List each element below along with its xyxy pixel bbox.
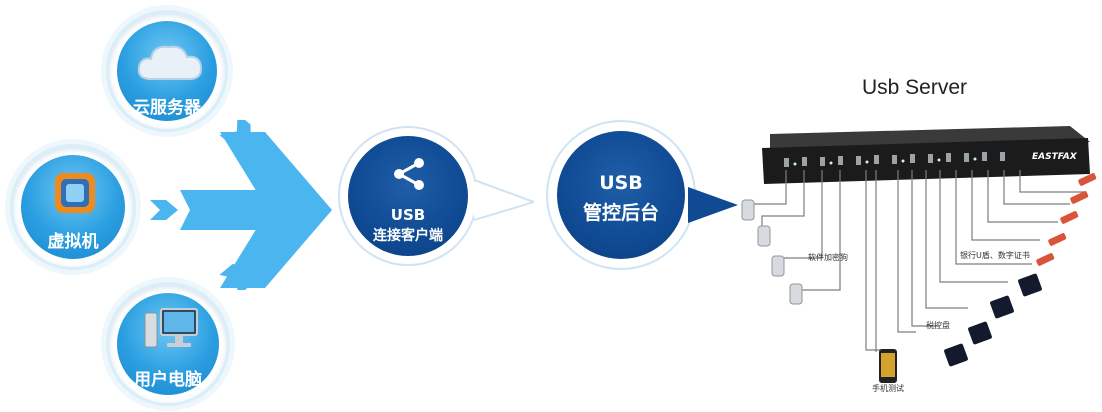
usb-client-line2: 连接客户端 bbox=[373, 228, 443, 244]
chevron-top bbox=[219, 120, 251, 147]
phone-test-label: 手机测试 bbox=[872, 384, 904, 393]
main-arrow-tail bbox=[180, 190, 268, 230]
chevron-bottom bbox=[219, 263, 251, 290]
backend-pointer bbox=[688, 187, 738, 223]
share-icon bbox=[394, 158, 424, 190]
virtual-machine-node: 虚拟机 bbox=[10, 144, 136, 270]
usb-backend-line1: USB bbox=[599, 172, 643, 194]
software-dongle-label: 软件加密狗 bbox=[808, 253, 848, 262]
usb-server-device bbox=[748, 126, 1090, 352]
usb-backend-node: USB 管控后台 bbox=[546, 120, 696, 270]
usb-client-line1: USB bbox=[390, 206, 426, 224]
usb-backend-circle bbox=[557, 131, 685, 259]
server-front bbox=[762, 138, 1090, 184]
virtual-machine-label: 虚拟机 bbox=[47, 232, 99, 252]
desktop-computer-icon bbox=[144, 308, 198, 348]
cables bbox=[748, 170, 1084, 352]
usb-client-circle bbox=[348, 136, 468, 256]
cloud-server-node: 云服务器 bbox=[106, 10, 228, 132]
bank-ukey-label: 银行U盾、数字证书 bbox=[960, 251, 1030, 260]
usb-ports bbox=[784, 152, 1005, 167]
main-arrow-head bbox=[220, 132, 332, 288]
port-leds bbox=[793, 157, 977, 166]
phone-icon bbox=[879, 349, 897, 383]
converge-arrow bbox=[150, 120, 332, 290]
cloud-server-label: 云服务器 bbox=[133, 98, 201, 118]
server-title: Usb Server bbox=[862, 76, 968, 99]
tax-disk-label: 税控盘 bbox=[926, 321, 950, 330]
server-brand: EASTFAX bbox=[1032, 152, 1077, 162]
user-pc-label: 用户电脑 bbox=[134, 370, 202, 390]
tax-disk-icon bbox=[944, 273, 1042, 367]
cloud-icon bbox=[137, 45, 203, 80]
user-pc-node: 用户电脑 bbox=[106, 282, 230, 406]
usb-client-node: USB 连接客户端 bbox=[338, 126, 478, 266]
vm-app-icon bbox=[55, 173, 95, 213]
usb-backend-line2: 管控后台 bbox=[582, 202, 659, 224]
chevron-mid bbox=[150, 200, 178, 220]
usb-dongle-icon bbox=[741, 199, 803, 305]
client-pointer bbox=[474, 178, 534, 222]
ukey-icon bbox=[1036, 173, 1097, 266]
